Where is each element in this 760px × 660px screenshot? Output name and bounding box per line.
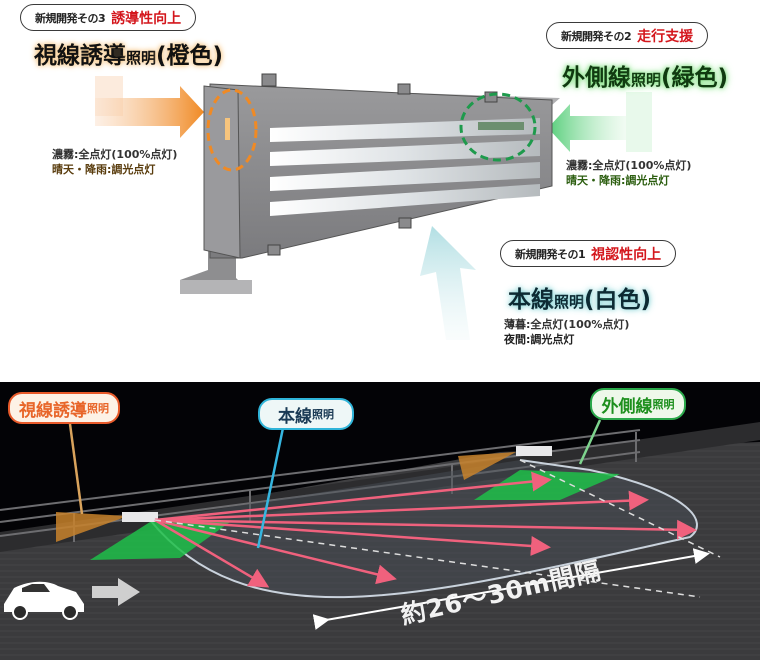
outer-tag-highlight: 走行支援: [637, 28, 694, 45]
guidance-tag: 新規開発その3 誘導性向上: [20, 4, 197, 31]
outer-lamp-highlight: [459, 92, 537, 162]
main-tag: 新規開発その1 視認性向上: [500, 240, 677, 267]
guidance-beam-2: [458, 452, 516, 480]
guidance-callout: 視線誘導照明: [8, 392, 120, 424]
light-fixture: [180, 73, 560, 294]
main-tag-lead: 新規開発その1: [515, 247, 586, 261]
outer-beam-1: [90, 522, 230, 560]
outer-arrow-icon: [548, 92, 652, 152]
main-callout: 本線照明: [258, 398, 354, 430]
fixture-illustration: [95, 73, 652, 340]
guidance-lamp-highlight: [206, 88, 258, 172]
guidance-arrow-icon: [95, 76, 204, 138]
guidance-note: 濃霧:全点灯(100%点灯) 晴天・降雨:調光点灯: [52, 148, 178, 176]
guidance-tag-lead: 新規開発その3: [35, 11, 106, 25]
fixture-1: [122, 512, 158, 522]
outer-tag: 新規開発その2 走行支援: [546, 22, 709, 49]
outer-callout: 外側線照明: [590, 388, 686, 420]
fixture-2: [516, 446, 552, 456]
distance-arrow: [312, 548, 710, 630]
main-tag-highlight: 視認性向上: [591, 246, 662, 263]
main-pointer: [256, 427, 285, 549]
direction-arrow-icon: [92, 578, 140, 606]
road-diagram-panel: 視線誘導照明 本線照明 外側線照明: [0, 382, 760, 660]
road-illustration: [0, 419, 760, 660]
guidance-tag-highlight: 誘導性向上: [111, 10, 182, 27]
outer-tag-lead: 新規開発その2: [561, 29, 632, 43]
product-panel: 新規開発その3 誘導性向上 視線誘導照明(橙色) 濃霧:全点灯(100%点灯) …: [20, 4, 729, 346]
car-icon: [4, 581, 84, 620]
guidance-beam-1: [56, 512, 128, 542]
outer-title: 外側線照明(緑色): [562, 65, 729, 91]
guidance-title: 視線誘導照明(橙色): [34, 43, 224, 69]
main-title: 本線照明(白色): [508, 287, 652, 313]
outer-pointer: [578, 419, 602, 465]
guidance-pointer: [68, 423, 84, 515]
main-arrow-icon: [420, 226, 476, 340]
main-note: 薄暮:全点灯(100%点灯) 夜間:調光点灯: [504, 318, 630, 346]
outer-note: 濃霧:全点灯(100%点灯) 晴天・降雨:調光点灯: [566, 159, 692, 187]
